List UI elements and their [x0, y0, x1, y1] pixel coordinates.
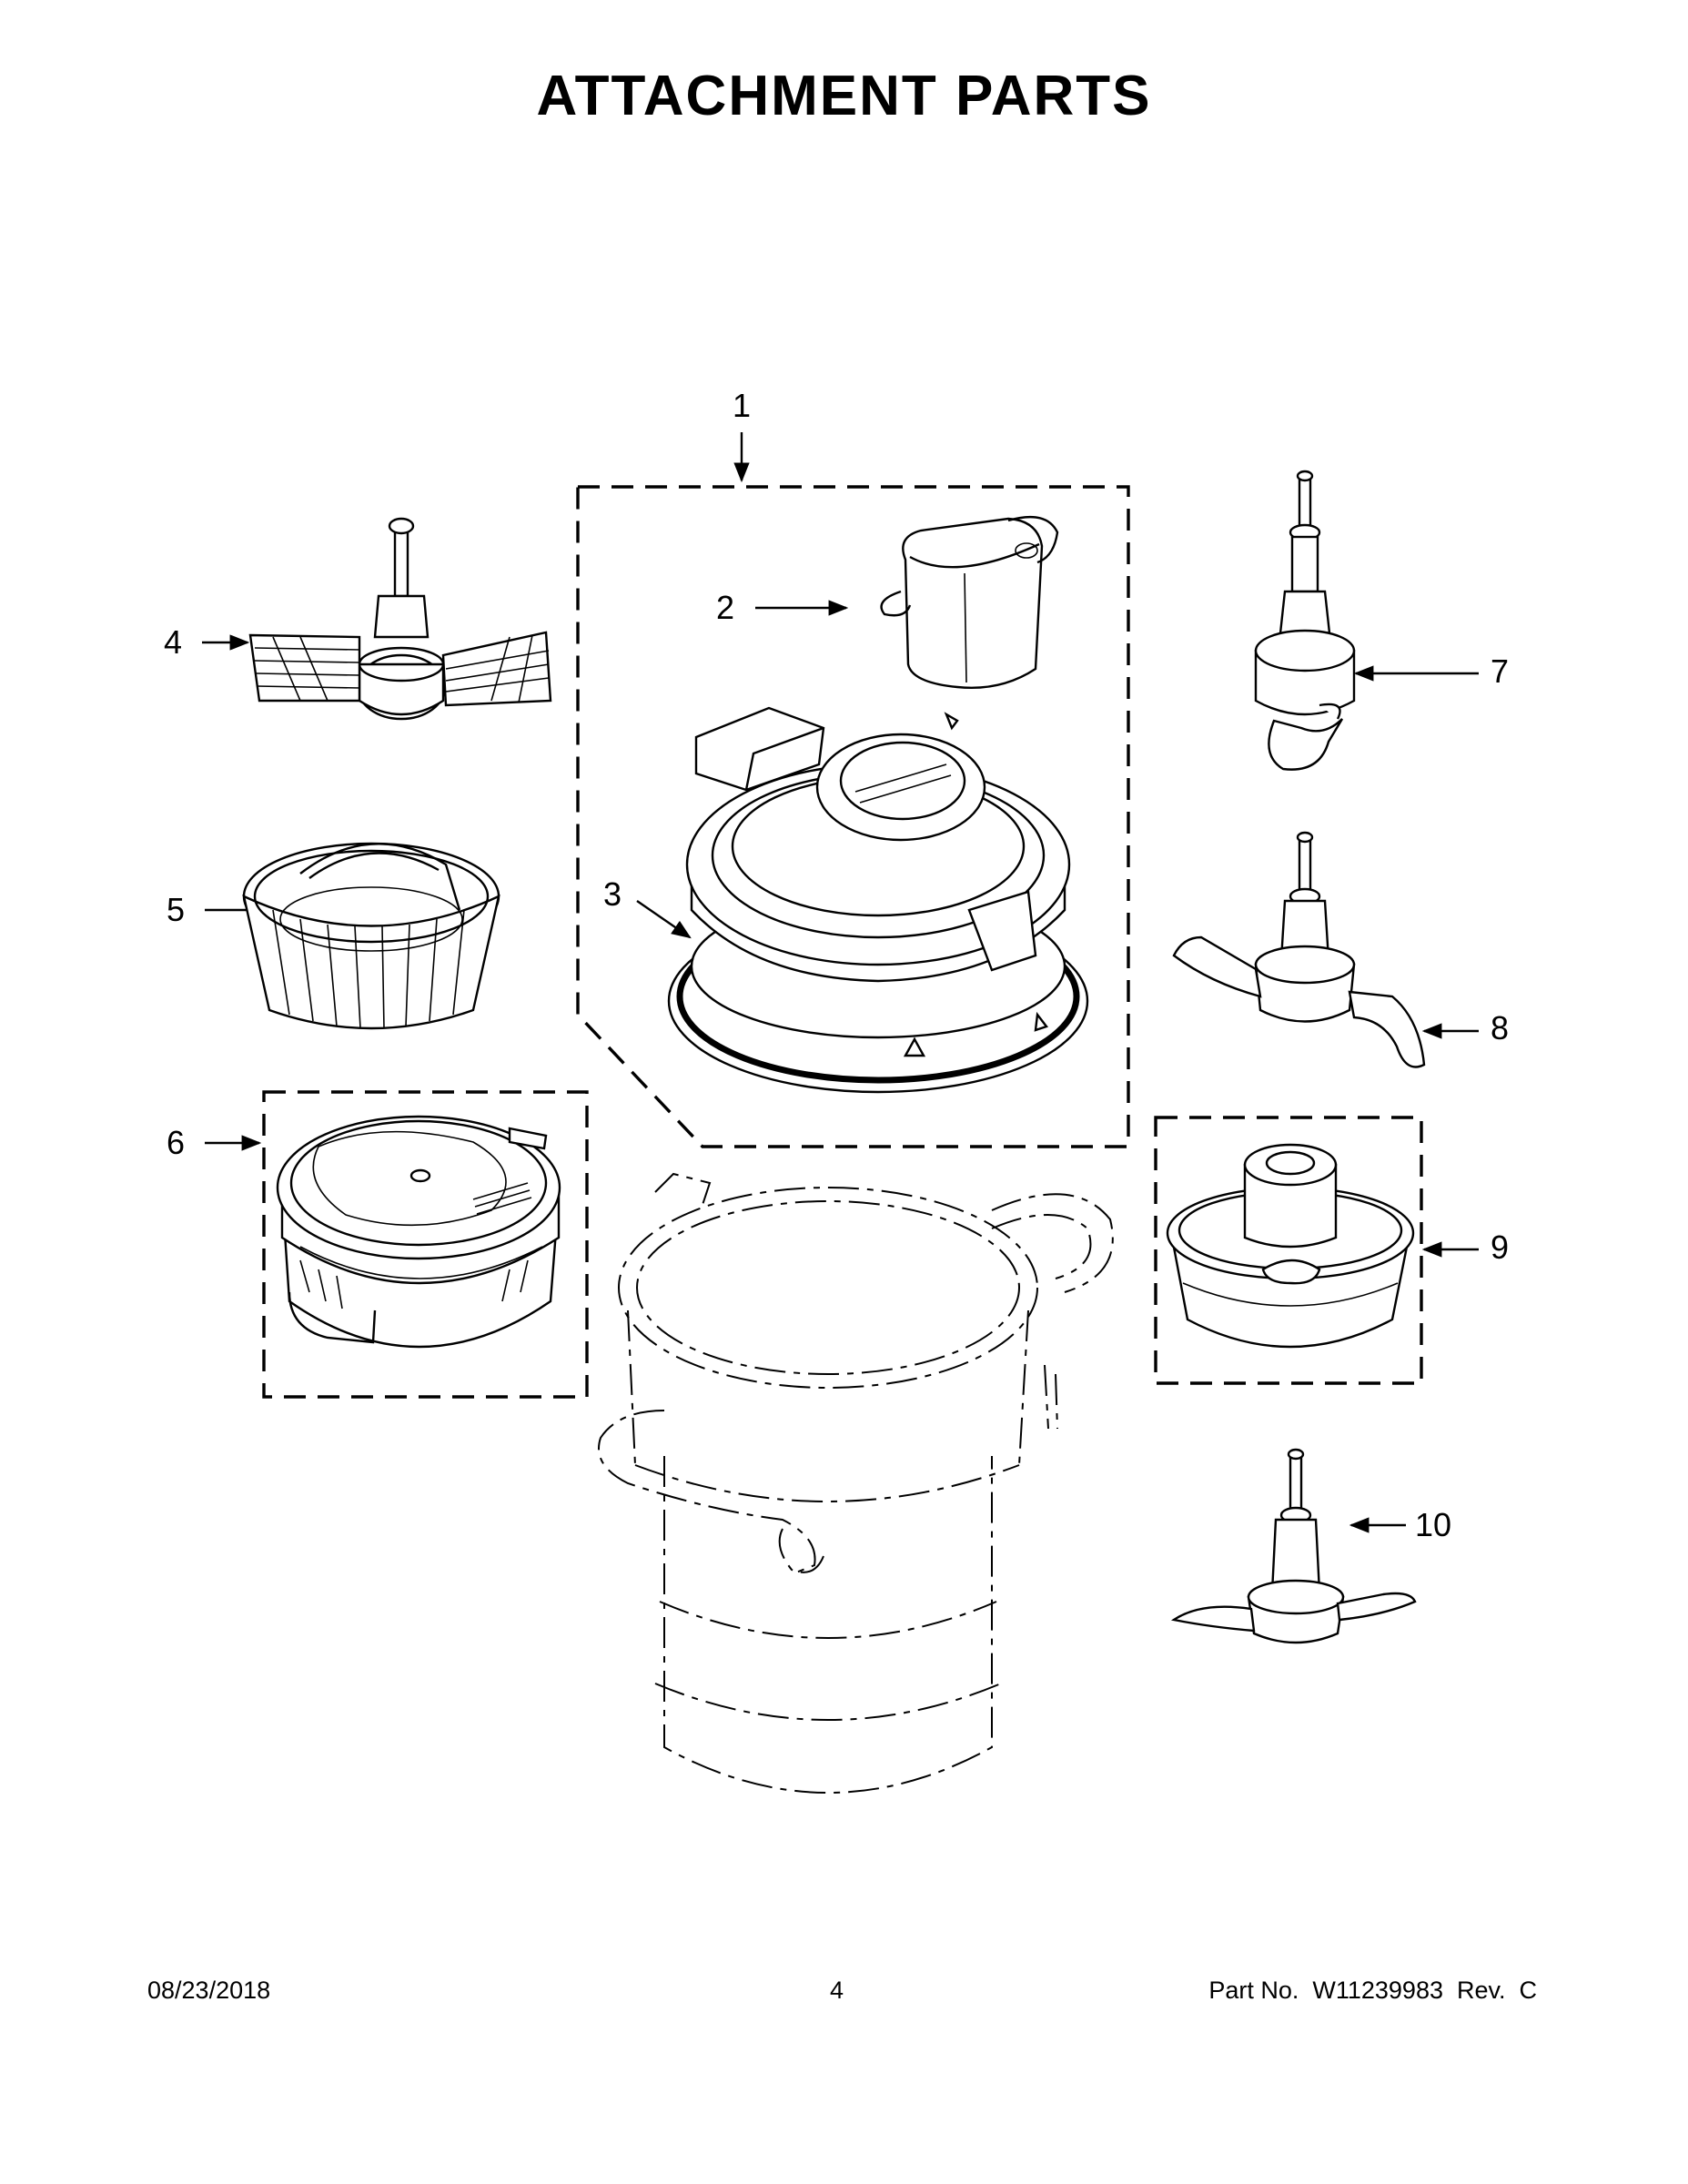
footer-page-number: 4 — [830, 1977, 844, 2004]
callout-10: 10 — [1415, 1506, 1451, 1543]
footer-date: 08/23/2018 — [147, 1977, 271, 2004]
callout-6: 6 — [167, 1124, 185, 1161]
part-pressure-lid — [667, 706, 1089, 1094]
group-box-6 — [262, 1090, 589, 1399]
group-box-9 — [1154, 1116, 1423, 1385]
part-chopping-blade — [1170, 1448, 1417, 1644]
callout-2: 2 — [716, 589, 734, 626]
callout-8: 8 — [1491, 1009, 1509, 1046]
callout-5: 5 — [167, 891, 185, 928]
callout-3: 3 — [603, 875, 622, 913]
leader-arrow-3 — [636, 900, 692, 939]
part-dual-steamer — [276, 1115, 561, 1349]
footer-part-number: Part No. W11239983 Rev. C — [1208, 1977, 1537, 2004]
callout-1: 1 — [733, 387, 751, 424]
part-dough-blade — [1254, 470, 1356, 771]
callout-4: 4 — [164, 623, 182, 661]
part-measuring-cup — [880, 515, 1059, 689]
phantom-cooking-bowl — [598, 1172, 1114, 1794]
part-stirrer — [248, 517, 552, 721]
group-box-1 — [576, 485, 1130, 1148]
part-steamer-basket — [242, 842, 500, 1030]
part-mini-bowl — [1166, 1143, 1415, 1349]
page-title: ATTACHMENT PARTS — [536, 65, 1152, 127]
callout-7: 7 — [1491, 652, 1509, 690]
part-multi-blade — [1172, 831, 1426, 1068]
callout-9: 9 — [1491, 1228, 1509, 1266]
